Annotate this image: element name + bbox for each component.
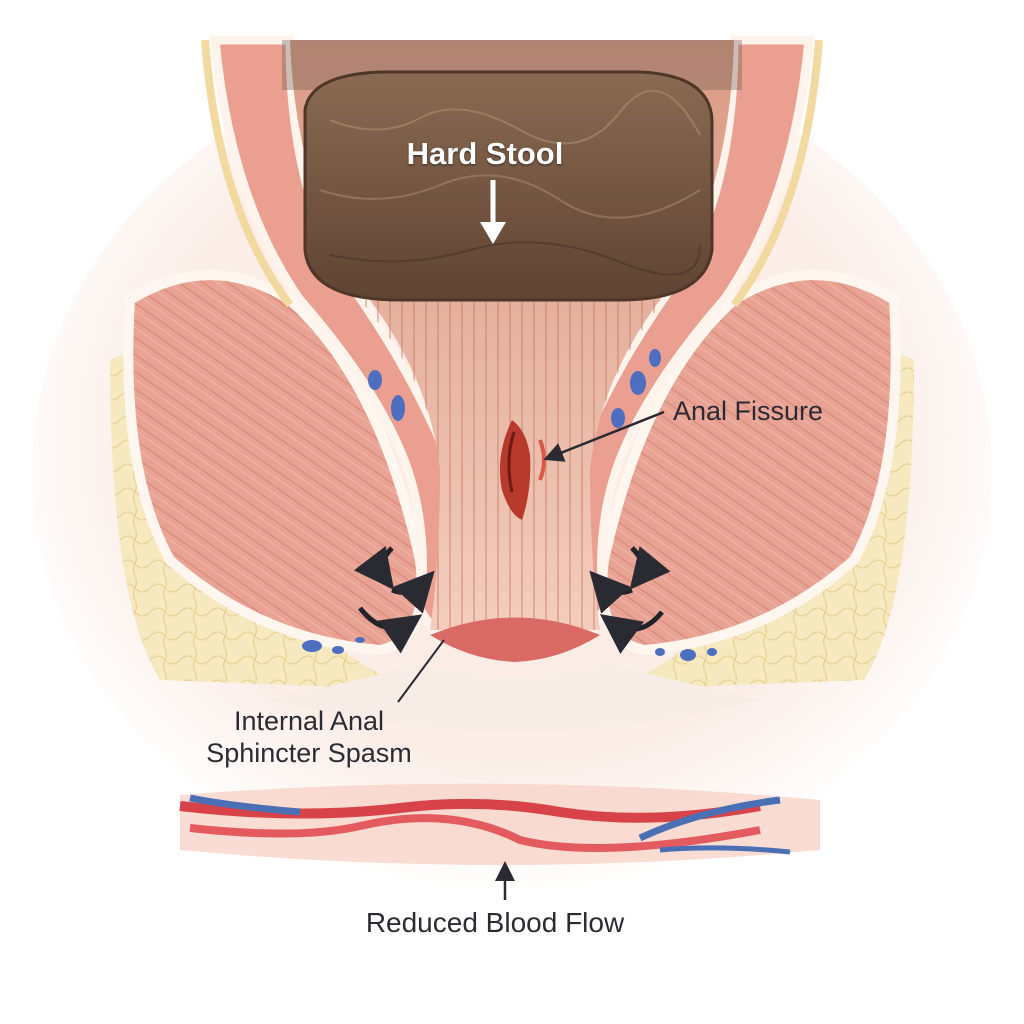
fissure-leader-line [543,410,665,462]
vein-right-lower [659,845,791,855]
hard-stool [303,70,714,302]
artery-branch [189,814,761,852]
spasm-leader-line [397,639,445,703]
anal-fissure-label: Anal Fissure [673,396,824,426]
serosa-left [201,39,294,308]
spasm-arrows-left [353,546,435,654]
anal-verge [430,617,600,662]
hard-stool-label: Hard Stool [406,136,564,171]
blood-vessel-strip [179,783,820,865]
stool-arrow-head [480,222,506,244]
reduced-blood-flow-label: Reduced Blood Flow [365,907,625,938]
vein-left [189,794,301,816]
spasm-arrows-right [589,546,671,654]
serosa-right [730,39,823,308]
muscle-vessels [302,349,717,661]
vein-right [638,796,781,842]
sphincter-spasm-label: Internal Anal Sphincter Spasm [206,706,412,768]
perianal-skin [270,665,760,730]
